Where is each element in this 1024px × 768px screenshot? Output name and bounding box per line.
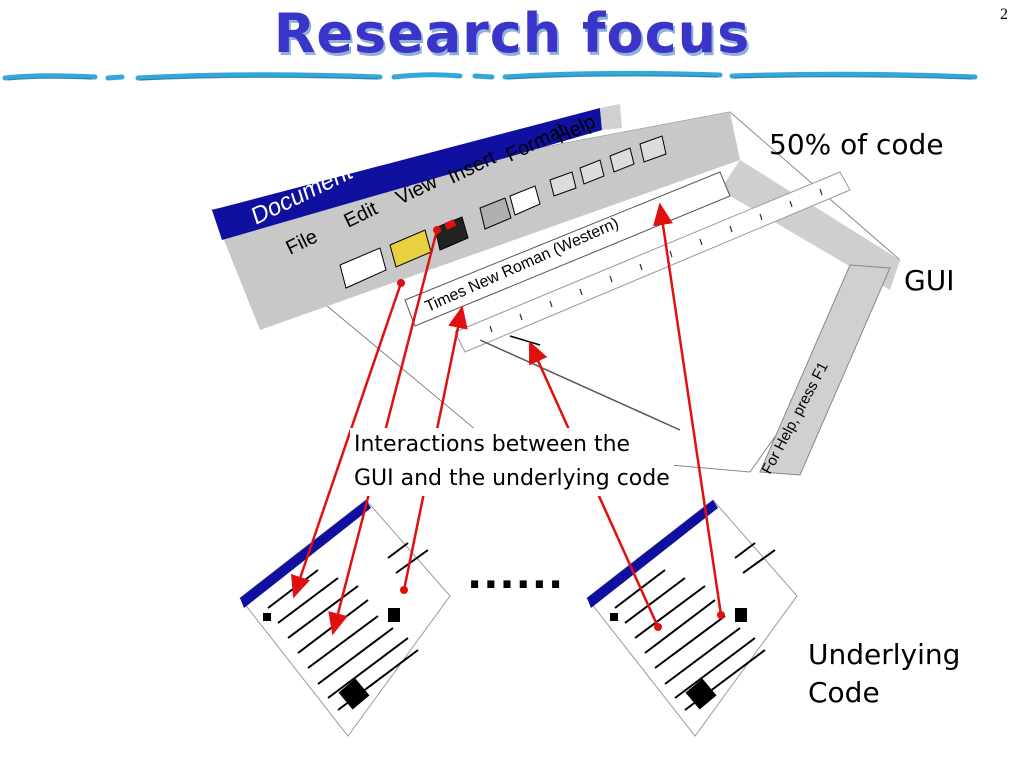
font-combo [404, 171, 731, 327]
gui-label: GUI [904, 264, 955, 297]
percent-code-label: 50% of code [769, 128, 944, 161]
new-document-icon [339, 247, 387, 289]
title-underline [2, 70, 978, 81]
interactions-line-2: GUI and the underlying code [354, 466, 670, 491]
ruler [454, 171, 851, 353]
titlebar [212, 108, 602, 240]
copy-icon [609, 147, 635, 173]
arrow-right-2 [653, 202, 723, 616]
gui-screenshot: Document - WordPad File Edit View Insert… [210, 104, 900, 477]
underlying-line-1: Underlying [808, 638, 961, 671]
interactions-line-1: Interactions between the [354, 432, 631, 457]
print-icon [479, 197, 512, 230]
paste-icon [639, 135, 667, 163]
slide-title: Research focus [273, 2, 751, 65]
underlying-code-label: Underlying Code [808, 636, 960, 712]
toolbar [339, 135, 667, 289]
cut-icon [579, 159, 605, 185]
interactions-label: Interactions between the GUI and the und… [350, 428, 674, 496]
arrow-left-1 [291, 282, 403, 599]
ellipsis: ...... [467, 552, 565, 598]
print-preview-icon [509, 185, 541, 216]
underlying-line-2: Code [808, 676, 880, 709]
page-number: 2 [1000, 6, 1008, 23]
find-icon [549, 171, 577, 197]
scrollbar [759, 264, 891, 476]
code-thumbnail-right [586, 499, 798, 737]
